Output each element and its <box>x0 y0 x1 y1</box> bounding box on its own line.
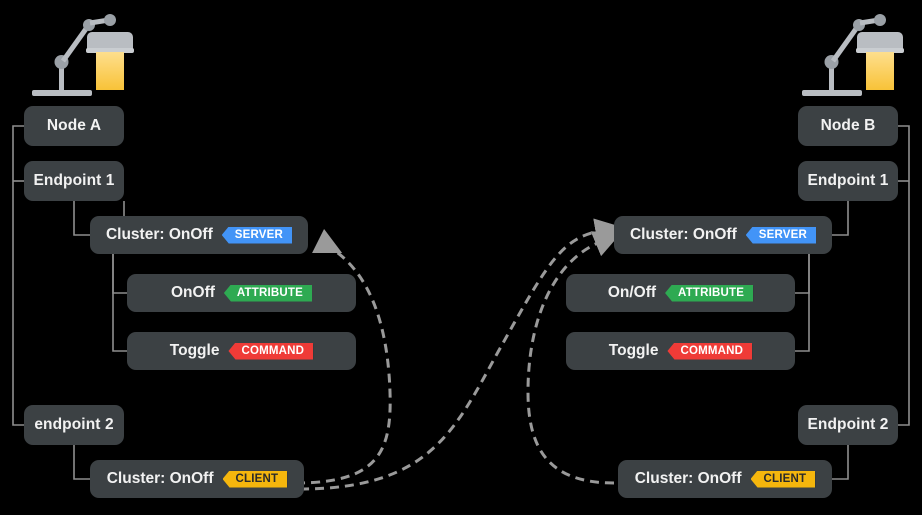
right-endpoint-1-label: Endpoint 1 <box>807 172 889 189</box>
left-endpoint1-cluster-label: Cluster: OnOff <box>105 226 213 243</box>
desk-lamp-icon-left <box>32 14 134 96</box>
right-node-b[interactable]: Node B <box>798 106 898 146</box>
left-attribute-onoff[interactable]: OnOff ATTRIBUTE <box>127 274 356 312</box>
left-endpoint-2[interactable]: endpoint 2 <box>24 405 124 445</box>
right-endpoint-2-label: Endpoint 2 <box>807 416 889 433</box>
left-endpoint-1[interactable]: Endpoint 1 <box>24 161 124 201</box>
right-endpoint-1[interactable]: Endpoint 1 <box>798 161 898 201</box>
server-badge: SERVER <box>745 226 817 244</box>
left-endpoint2-cluster-onoff-client[interactable]: Cluster: OnOff CLIENT <box>90 460 304 498</box>
left-node-a-label: Node A <box>46 117 102 134</box>
desk-lamp-icon-right <box>802 14 904 96</box>
command-badge: COMMAND <box>667 342 753 360</box>
right-endpoint1-cluster-label: Cluster: OnOff <box>629 226 737 243</box>
left-endpoint-1-label: Endpoint 1 <box>33 172 115 189</box>
left-endpoint1-cluster-onoff-server[interactable]: Cluster: OnOff SERVER <box>90 216 308 254</box>
right-endpoint-2[interactable]: Endpoint 2 <box>798 405 898 445</box>
right-node-b-label: Node B <box>820 117 876 134</box>
left-node-a[interactable]: Node A <box>24 106 124 146</box>
right-endpoint1-cluster-onoff-server[interactable]: Cluster: OnOff SERVER <box>614 216 832 254</box>
left-endpoint-2-label: endpoint 2 <box>34 416 114 433</box>
left-command-label: Toggle <box>169 342 220 359</box>
left-command-toggle[interactable]: Toggle COMMAND <box>127 332 356 370</box>
right-attribute-onoff[interactable]: On/Off ATTRIBUTE <box>566 274 795 312</box>
right-endpoint2-cluster-label: Cluster: OnOff <box>634 470 742 487</box>
right-endpoint2-cluster-onoff-client[interactable]: Cluster: OnOff CLIENT <box>618 460 832 498</box>
right-attribute-label: On/Off <box>607 284 657 301</box>
left-attribute-label: OnOff <box>170 284 215 301</box>
left-endpoint2-cluster-label: Cluster: OnOff <box>106 470 214 487</box>
client-badge: CLIENT <box>222 470 288 488</box>
attribute-badge: ATTRIBUTE <box>665 284 754 302</box>
client-badge: CLIENT <box>750 470 816 488</box>
right-command-label: Toggle <box>608 342 659 359</box>
right-command-toggle[interactable]: Toggle COMMAND <box>566 332 795 370</box>
server-badge: SERVER <box>221 226 293 244</box>
attribute-badge: ATTRIBUTE <box>223 284 312 302</box>
command-badge: COMMAND <box>228 342 314 360</box>
